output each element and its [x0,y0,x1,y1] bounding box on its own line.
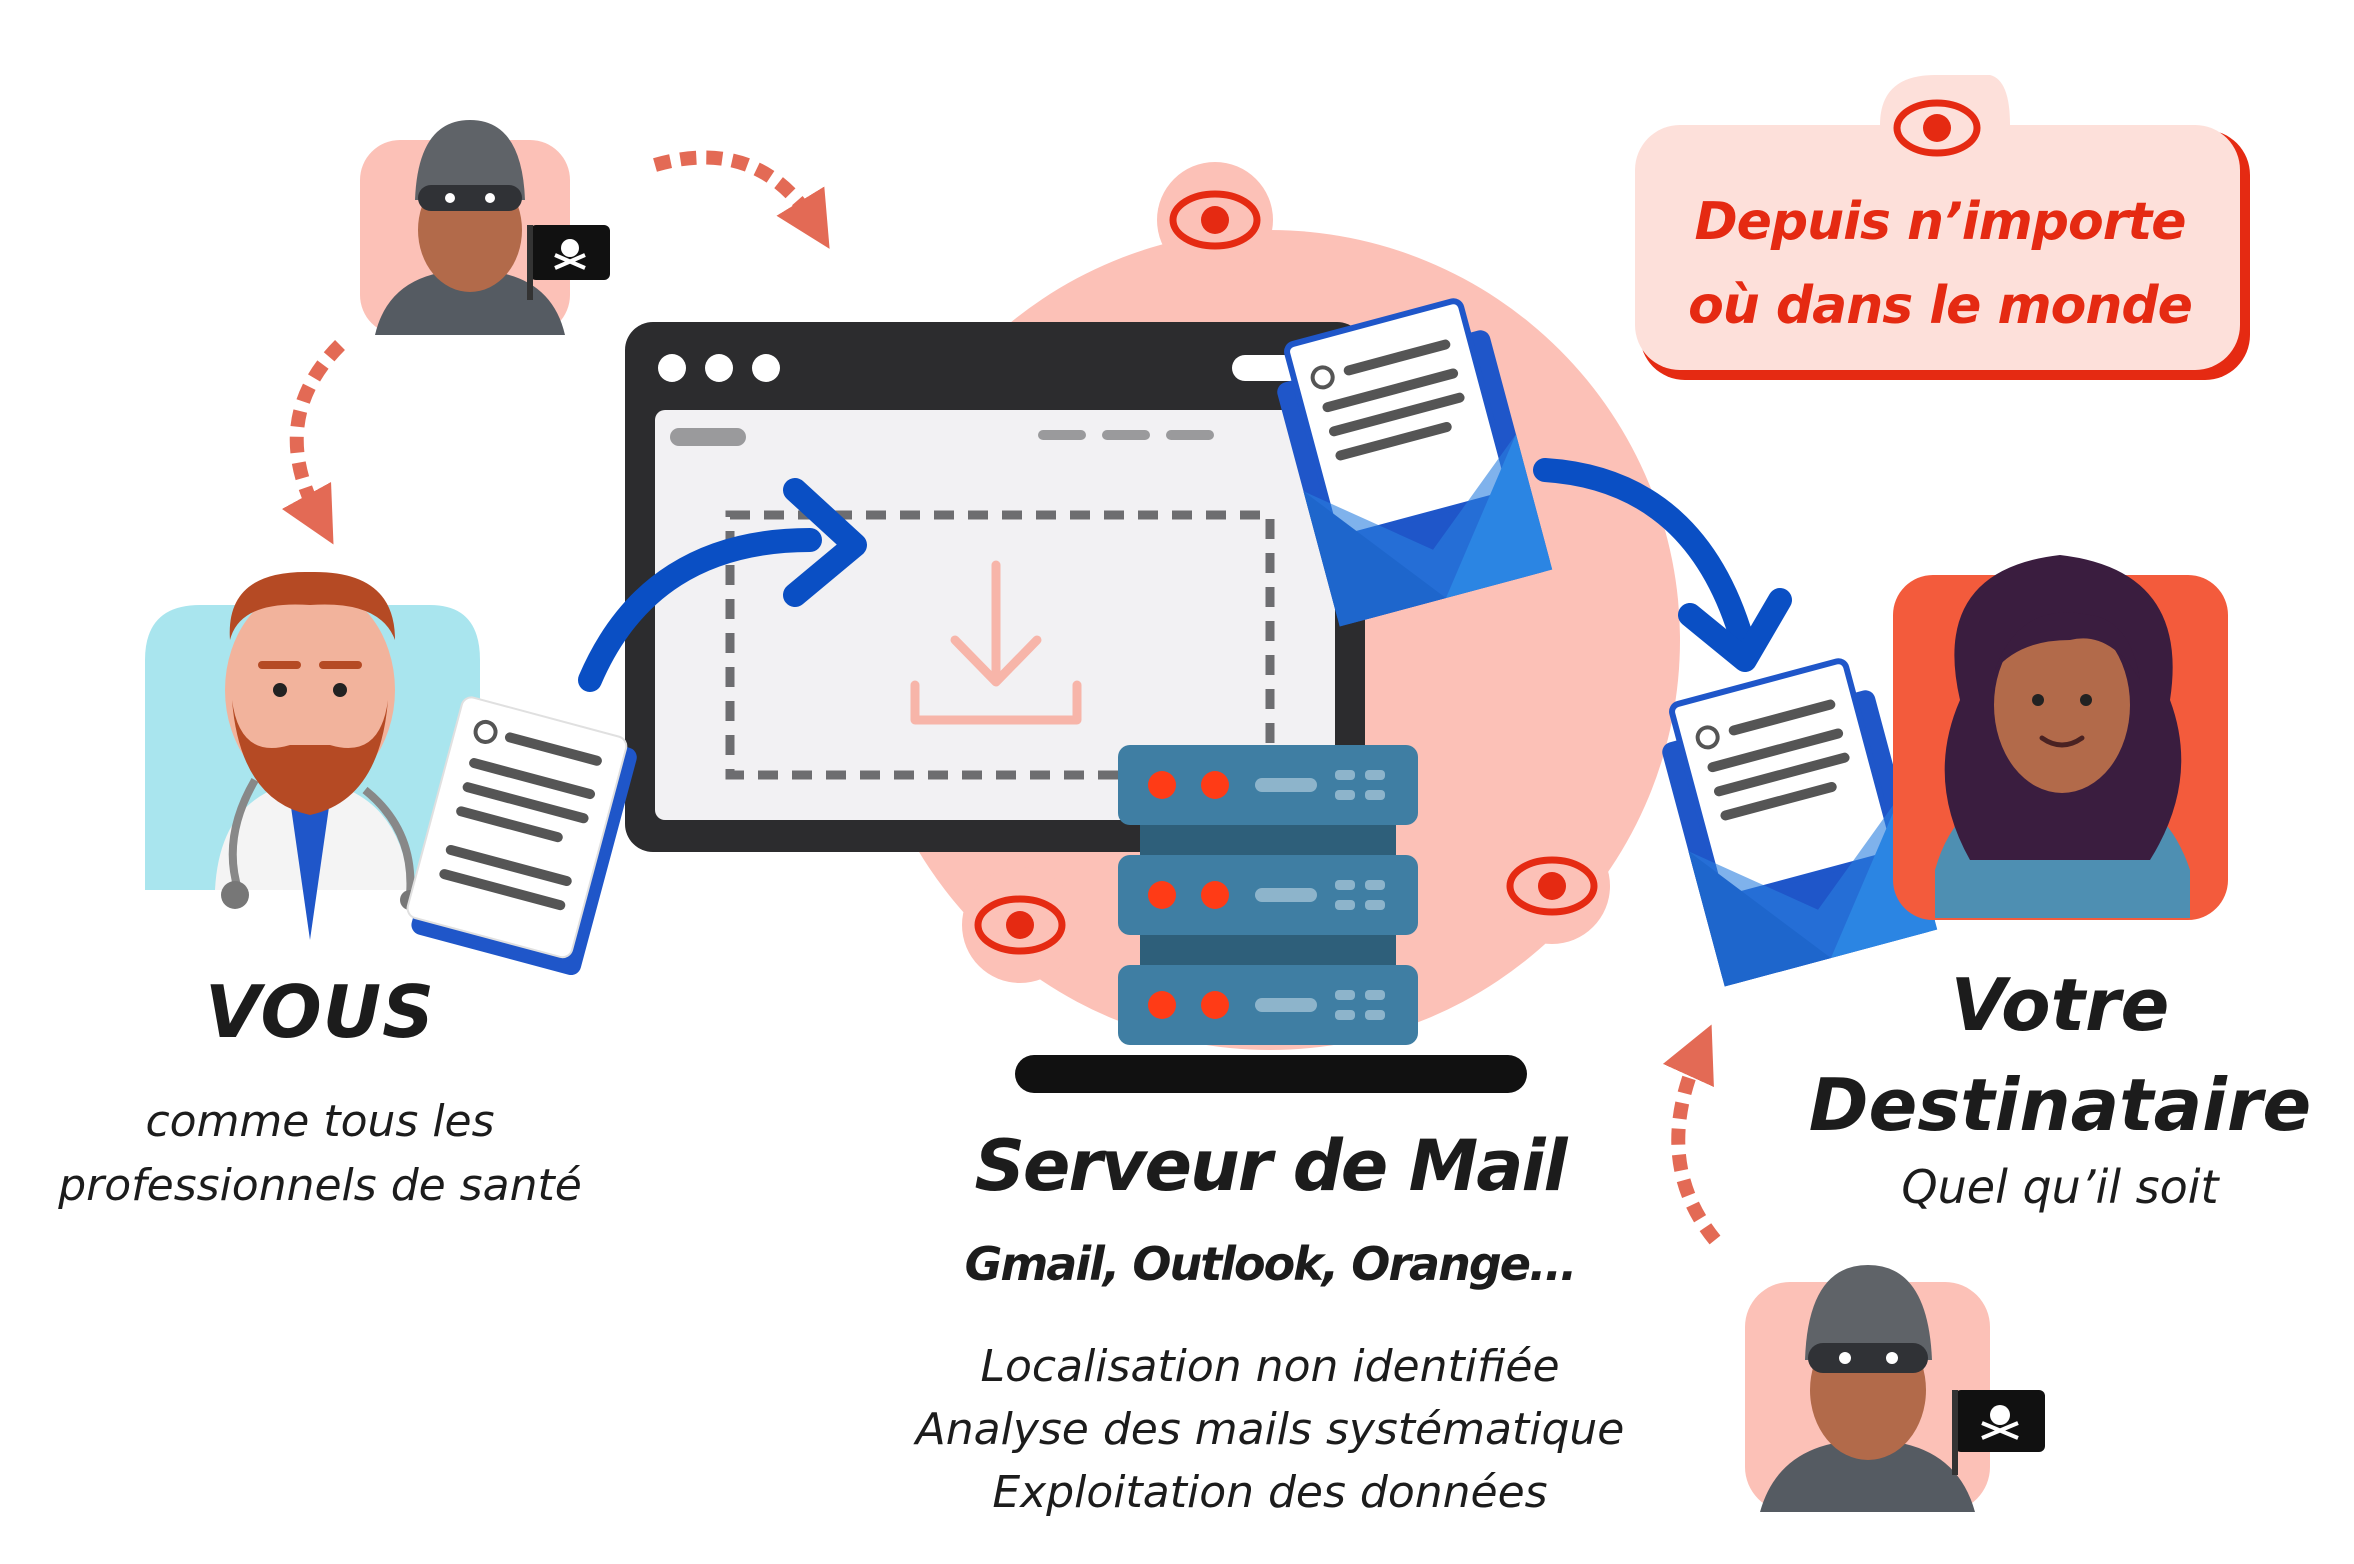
you-title: VOUS [205,970,435,1054]
callout-line: où dans le monde [1688,276,2193,336]
envelope-icon [1277,298,1553,627]
eye-icon [1893,99,1981,157]
woman-avatar [1893,555,2228,920]
callout-text: Depuis n’importe où dans le monde [1640,180,2240,348]
envelope-icon [1662,658,1938,987]
recipient-title: Votre Destinataire [1780,955,2340,1155]
pirate-flag-icon [527,225,610,300]
doctor-avatar [145,571,480,940]
you-subtitle: comme tous les professionnels de santé [0,1090,640,1218]
hacker-avatar [1745,1265,1990,1512]
download-icon [910,560,1082,725]
eye-icon [1494,828,1610,944]
spy-dashed-arrow [1662,1024,1721,1245]
server-note: Localisation non identifiée [980,1341,1560,1392]
server-providers: Gmail, Outlook, Orange... [964,1237,1578,1291]
spy-dashed-arrow [653,150,830,249]
callout-bubble [1635,75,2250,380]
document-icon [406,696,637,976]
server-notes: Localisation non identifiée Analyse des … [830,1335,1710,1524]
server-note: Exploitation des données [992,1467,1548,1518]
you-subtitle-line: professionnels de santé [58,1160,582,1211]
server-icon [1015,745,1527,1093]
spy-dashed-arrow [281,340,345,545]
server-title: Serveur de Mail [974,1125,1567,1207]
recipient-subtitle: Quel qu’il soit [1901,1160,2219,1214]
deliver-arrow [1533,458,1792,672]
eye-icon [962,867,1078,983]
recipient-title-line: Votre [1950,963,2170,1047]
hacker-avatar [360,120,570,335]
browser-window [625,322,1365,852]
send-arrow [578,478,867,692]
eye-icon [1157,162,1273,278]
server-note: Analyse des mails systématique [915,1404,1625,1455]
recipient-title-line: Destinataire [1808,1063,2312,1147]
callout-line: Depuis n’importe [1694,192,2186,252]
you-subtitle-line: comme tous les [145,1096,495,1147]
pirate-flag-icon [1952,1390,2045,1475]
